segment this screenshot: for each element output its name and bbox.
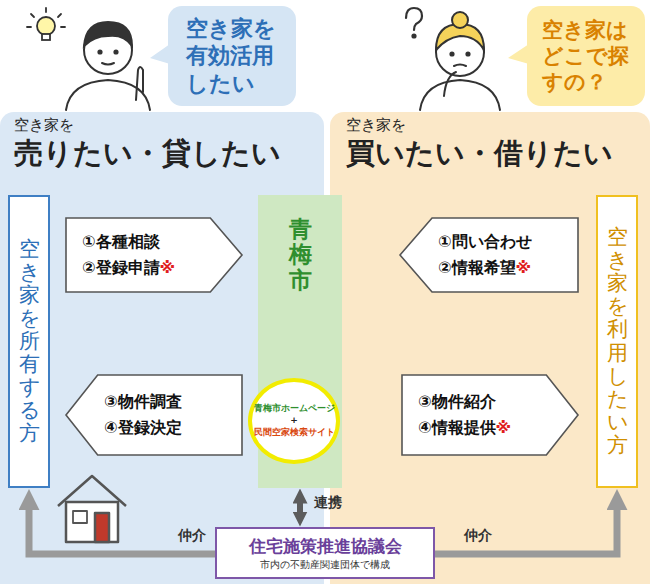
step-text: ③物件紹介	[418, 392, 496, 411]
arrow-box-shape	[402, 375, 578, 455]
arrow-box-outline	[402, 375, 578, 455]
note-mark: ※	[496, 418, 512, 437]
woman-figure	[420, 12, 500, 110]
step-text: ①各種相談	[82, 232, 160, 251]
website-text: 青梅市ホームページ	[254, 403, 335, 415]
step-text: ①問い合わせ	[438, 232, 532, 251]
city-name: 青梅市	[289, 217, 312, 293]
text-line: ②情報希望※	[438, 255, 566, 281]
step-arrow-box: ①各種相談 ②登録申請※	[66, 218, 242, 292]
panel-subheading: 空き家を	[14, 116, 74, 135]
panel-region: 空き家を買いたい・借りたい①問い合わせ②情報希望※③物件紹介④情報提供※空き家を…	[330, 112, 650, 584]
website-text: +	[290, 415, 298, 427]
panel-heading: 売りたい・貸したい	[14, 134, 281, 174]
step-text: ②情報希望	[438, 258, 516, 277]
man-figure	[66, 22, 150, 110]
bubble-text: 空き家はどこで探すの？	[542, 17, 630, 96]
vertical-text: 空き家を利用したい方	[607, 226, 628, 457]
bubble-text: 空き家を有効活用したい	[186, 15, 278, 98]
step-arrow-box: ③物件調査 ④登録決定	[66, 375, 242, 455]
website-ellipse: 青梅市ホームページ+民間空家検索サイト	[248, 378, 340, 464]
link-arrow	[297, 502, 303, 513]
note-mark: ※	[160, 258, 176, 277]
step-arrow-box: ①問い合わせ ②情報希望※	[400, 218, 578, 292]
arrow-box-shape	[400, 218, 578, 292]
bubble-tail	[150, 44, 170, 64]
website-text: 民間空家検索サイト	[254, 427, 335, 439]
panel-subheading: 空き家を	[346, 116, 406, 135]
edge-label: 仲介	[462, 527, 494, 545]
party-box: 空き家を利用したい方	[596, 195, 638, 488]
text-line: ④登録決定	[104, 415, 230, 441]
text-line: ①問い合わせ	[438, 229, 566, 255]
panel-heading: 買いたい・借りたい	[346, 134, 613, 174]
step-text: ④登録決定	[104, 418, 182, 437]
text-line: ④情報提供※	[418, 415, 544, 441]
text-line: ③物件調査	[104, 389, 230, 415]
speech-bubble: 空き家を有効活用したい	[168, 6, 296, 106]
house-icon	[58, 476, 126, 542]
bubble-tail	[508, 44, 529, 64]
party-box: 空き家を所有する方	[8, 195, 50, 488]
speech-bubble: 空き家はどこで探すの？	[527, 6, 645, 106]
edge-label: 仲介	[176, 527, 208, 545]
mediation-arrow	[435, 508, 617, 554]
arrow-box-outline	[66, 218, 242, 292]
council-name: 住宅施策推進協議会	[249, 535, 402, 557]
council-note: 市内の不動産関連団体で構成	[260, 558, 390, 571]
step-text: ②登録申請	[82, 258, 160, 277]
step-text: ④情報提供	[418, 418, 496, 437]
right-panel-ground	[330, 112, 650, 584]
step-text: ③物件調査	[104, 392, 182, 411]
step-arrow-box: ③物件紹介 ④情報提供※	[402, 375, 578, 455]
arrow-box-outline	[66, 375, 242, 455]
question-mark-icon	[406, 8, 422, 38]
text-line: ②登録申請※	[82, 255, 208, 281]
text-line: ③物件紹介	[418, 389, 544, 415]
note-mark: ※	[516, 258, 532, 277]
vertical-text: 空き家を所有する方	[19, 238, 40, 446]
city-box: 青梅市青梅市ホームページ+民間空家検索サイト	[258, 195, 342, 488]
lightbulb-icon	[27, 8, 65, 40]
mediation-arrow	[29, 508, 215, 554]
arrow-box-outline	[400, 218, 578, 292]
arrow-box-shape	[66, 375, 242, 455]
text-line: ①各種相談	[82, 229, 208, 255]
council-box: 住宅施策推進協議会市内の不動産関連団体で構成	[215, 527, 435, 579]
arrow-box-shape	[66, 218, 242, 292]
edge-label: 連携	[312, 494, 344, 512]
